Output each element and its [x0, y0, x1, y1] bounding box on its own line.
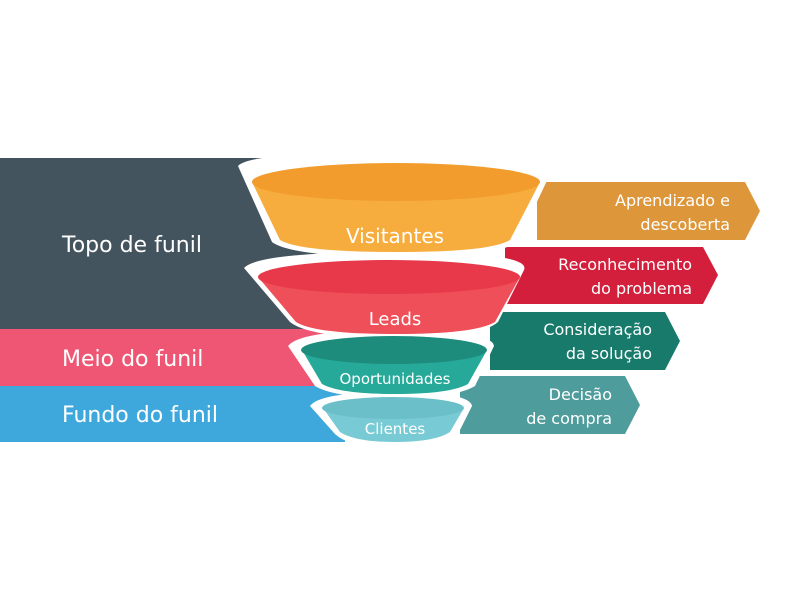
step-recognition-line2: do problema — [591, 279, 692, 298]
step-decision-line2: de compra — [526, 409, 612, 428]
step-consideration-line1: Consideração — [543, 320, 652, 339]
funnel-layer-leads: Leads — [258, 260, 520, 334]
funnel-label-clients: Clientes — [365, 420, 426, 438]
step-learning-line1: Aprendizado e — [615, 191, 730, 210]
stage-band-middle — [0, 329, 340, 386]
step-arrow-recognition — [505, 247, 718, 304]
step-arrow-consideration — [490, 312, 680, 370]
funnel-label-opportunities: Oportunidades — [339, 370, 450, 388]
stage-label-bottom: Fundo do funil — [62, 403, 218, 428]
funnel-label-leads: Leads — [369, 309, 422, 330]
stage-band-bottom — [0, 386, 345, 442]
step-recognition-line1: Reconhecimento — [558, 255, 692, 274]
stage-label-top: Topo de funil — [61, 233, 202, 258]
step-arrow-learning — [537, 182, 760, 240]
step-arrow-decision — [460, 376, 640, 434]
funnel-layer-opportunities: Oportunidades — [301, 336, 487, 394]
funnel-layer-clients: Clientes — [322, 397, 464, 442]
stage-label-middle: Meio do funil — [62, 347, 203, 372]
funnel-layer-visitors: Visitantes — [252, 163, 540, 252]
step-consideration-line2: da solução — [566, 344, 652, 363]
step-learning-line2: descoberta — [640, 215, 730, 234]
step-decision-line1: Decisão — [549, 385, 612, 404]
funnel-label-visitors: Visitantes — [346, 224, 444, 248]
